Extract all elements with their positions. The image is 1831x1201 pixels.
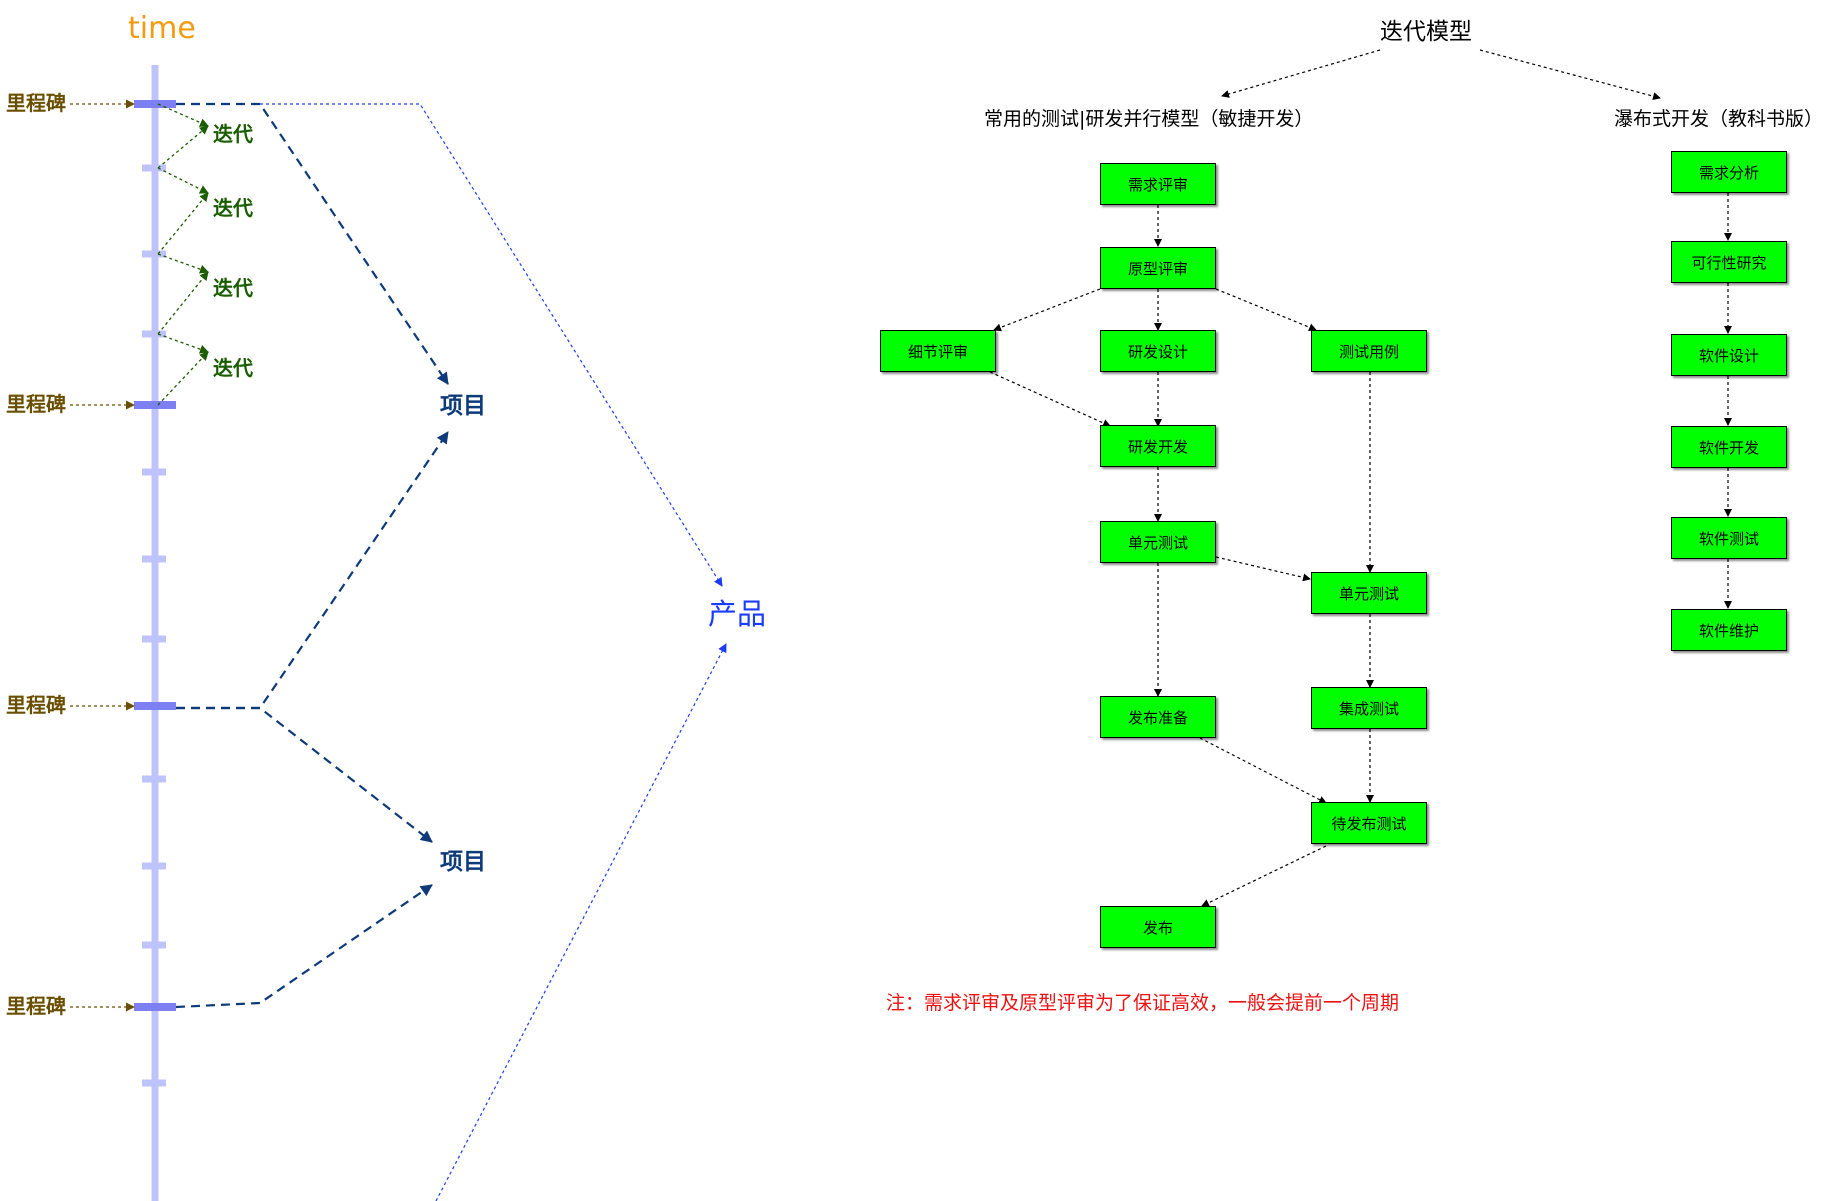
box-feasibility-study: 可行性研究 <box>1671 241 1787 283</box>
iteration-label: 迭代 <box>213 196 253 220</box>
iteration-label: 迭代 <box>213 276 253 300</box>
time-label: time <box>128 11 196 46</box>
box-requirement-review: 需求评审 <box>1100 163 1216 205</box>
box-software-maintenance: 软件维护 <box>1671 609 1787 651</box>
box-unit-test-qa: 单元测试 <box>1311 572 1427 614</box>
agile-model-title: 常用的测试|研发并行模型（敏捷开发） <box>984 108 1314 130</box>
box-release: 发布 <box>1100 906 1216 948</box>
box-software-development: 软件开发 <box>1671 426 1787 468</box>
model-title-arrows <box>1221 49 1661 101</box>
milestone-label: 里程碑 <box>6 392 66 416</box>
iteration-arrows <box>157 103 209 406</box>
box-software-testing: 软件测试 <box>1671 517 1787 559</box>
box-prototype-review: 原型评审 <box>1100 247 1216 289</box>
project-arrows <box>175 102 449 1009</box>
box-pre-release-test: 待发布测试 <box>1311 802 1427 844</box>
note-text: 注：需求评审及原型评审为了保证高效，一般会提前一个周期 <box>886 992 1400 1014</box>
axis-minor-ticks <box>142 164 166 1087</box>
box-test-case: 测试用例 <box>1311 330 1427 372</box>
box-software-design: 软件设计 <box>1671 334 1787 376</box>
project-label: 项目 <box>440 393 486 419</box>
box-integration-test: 集成测试 <box>1311 687 1427 729</box>
milestone-label: 里程碑 <box>6 994 66 1018</box>
model-title: 迭代模型 <box>1380 19 1472 45</box>
milestone-arrows <box>70 99 135 1012</box>
box-detail-review: 细节评审 <box>880 330 996 372</box>
product-arrows <box>260 103 727 1201</box>
box-requirement-analysis: 需求分析 <box>1671 151 1787 193</box>
project-label: 项目 <box>440 849 486 875</box>
iteration-label: 迭代 <box>213 356 253 380</box>
agile-flow-arrows <box>989 205 1374 907</box>
box-release-prep: 发布准备 <box>1100 696 1216 738</box>
box-rd-development: 研发开发 <box>1100 425 1216 467</box>
box-unit-test-dev: 单元测试 <box>1100 521 1216 563</box>
iteration-label: 迭代 <box>213 122 253 146</box>
waterfall-model-title: 瀑布式开发（教科书版） <box>1614 108 1824 130</box>
product-label: 产品 <box>708 597 767 631</box>
milestone-label: 里程碑 <box>6 693 66 717</box>
box-rd-design: 研发设计 <box>1100 330 1216 372</box>
axis-milestone-ticks <box>134 100 176 1011</box>
milestone-label: 里程碑 <box>6 91 66 115</box>
